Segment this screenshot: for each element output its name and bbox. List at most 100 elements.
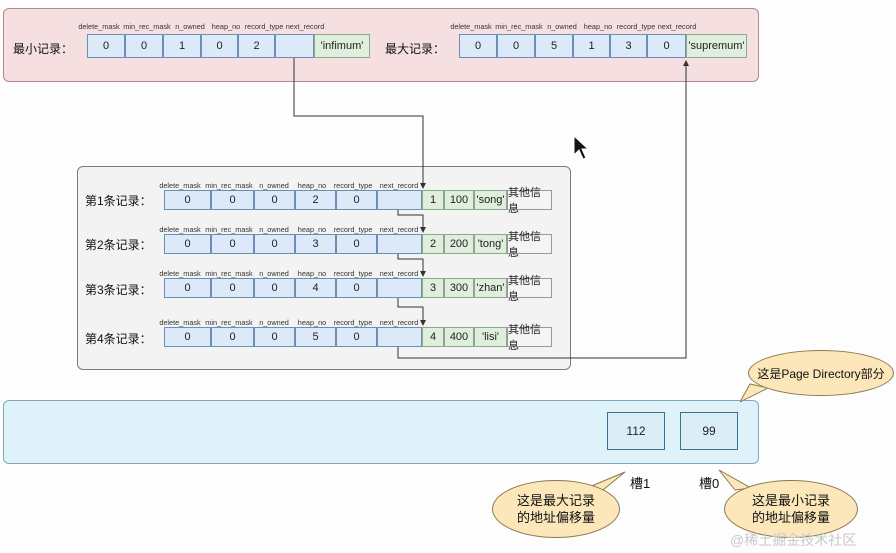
- field-min-rec-mask: 0: [211, 278, 254, 298]
- field-next-record: [377, 234, 422, 254]
- header-min-rec-mask: min_rec_mask: [205, 225, 253, 234]
- directory-callout: 这是Page Directory部分: [748, 350, 894, 396]
- header-delete-mask: delete_mask: [159, 181, 201, 190]
- header-n-owned: n_owned: [259, 318, 289, 327]
- header-min-rec-mask: min_rec_mask: [205, 318, 253, 327]
- field-num: 200: [444, 234, 474, 254]
- field-record-type: 0: [336, 190, 377, 210]
- header-delete-mask: delete_mask: [78, 22, 120, 31]
- field-id: 1: [422, 190, 444, 210]
- record1-label: 第1条记录：: [85, 194, 152, 208]
- field-num: 100: [444, 190, 474, 210]
- field-min-rec-mask: 0: [211, 327, 254, 347]
- field-min-rec-mask: 0: [125, 34, 163, 58]
- field-name: 'tong': [474, 234, 507, 254]
- field-heap-no: 4: [295, 278, 336, 298]
- header-delete-mask: delete_mask: [159, 225, 201, 234]
- header-heap-no: heap_no: [297, 225, 327, 234]
- field-id: 2: [422, 234, 444, 254]
- field-delete-mask: 0: [164, 278, 211, 298]
- field-name: 'zhan': [474, 278, 507, 298]
- arrow-record4-to-supremum: [397, 60, 689, 359]
- field-next-record: [377, 327, 422, 347]
- field-record-type: 0: [336, 234, 377, 254]
- field-min-rec-mask: 0: [497, 34, 535, 58]
- min-offset-bubble: 这是最小记录 的地址偏移量: [724, 480, 858, 538]
- header-record-type: record_type: [333, 318, 373, 327]
- infimum-label: 最小记录：: [13, 42, 74, 56]
- header-next-record: next_record: [657, 22, 697, 31]
- header-next-record: next_record: [379, 181, 419, 190]
- supremum-headers: delete_mask min_rec_mask n_owned heap_no…: [448, 22, 698, 31]
- slot-0: 99: [680, 412, 738, 450]
- field-n-owned: 5: [535, 34, 573, 58]
- mouse-cursor-icon: [573, 135, 589, 160]
- field-n-owned: 0: [254, 190, 295, 210]
- header-min-rec-mask: min_rec_mask: [205, 181, 253, 190]
- header-record-type: record_type: [333, 181, 373, 190]
- field-id: 4: [422, 327, 444, 347]
- field-name: 'lisi': [474, 327, 507, 347]
- field-delete-mask: 0: [164, 190, 211, 210]
- field-record-type: 2: [238, 34, 275, 58]
- field-n-owned: 0: [254, 234, 295, 254]
- header-heap-no: heap_no: [297, 269, 327, 278]
- field-other: 其他信息: [507, 231, 552, 259]
- field-record-type: 0: [336, 327, 377, 347]
- record4: 0 0 0 5 0 4 400 'lisi' 其他信息: [164, 324, 552, 352]
- field-n-owned: 0: [254, 278, 295, 298]
- header-delete-mask: delete_mask: [159, 318, 201, 327]
- field-num: 300: [444, 278, 474, 298]
- field-delete-mask: 0: [459, 34, 497, 58]
- field-min-rec-mask: 0: [211, 234, 254, 254]
- field-n-owned: 0: [254, 327, 295, 347]
- max-offset-bubble: 这是最大记录 的地址偏移量: [492, 480, 620, 538]
- header-min-rec-mask: min_rec_mask: [495, 22, 543, 31]
- header-n-owned: n_owned: [547, 22, 577, 31]
- record2: 0 0 0 3 0 2 200 'tong' 其他信息: [164, 231, 552, 259]
- slot-1-label: 槽1: [630, 476, 651, 491]
- field-heap-no: 2: [295, 190, 336, 210]
- field-delete-mask: 0: [164, 327, 211, 347]
- record1: 0 0 0 2 0 1 100 'song' 其他信息: [164, 187, 552, 215]
- record3: 0 0 0 4 0 3 300 'zhan' 其他信息: [164, 275, 552, 303]
- field-name: 'song': [474, 190, 507, 210]
- header-n-owned: n_owned: [175, 22, 205, 31]
- record2-headers: delete_mask min_rec_mask n_owned heap_no…: [156, 225, 422, 234]
- field-next-record: [377, 190, 422, 210]
- header-n-owned: n_owned: [259, 269, 289, 278]
- field-other: 其他信息: [507, 324, 552, 352]
- record1-headers: delete_mask min_rec_mask n_owned heap_no…: [156, 181, 422, 190]
- header-next-record: next_record: [379, 269, 419, 278]
- field-next-record: 0: [647, 34, 686, 58]
- infimum-record: 0 0 1 0 2 'infimum': [87, 34, 370, 58]
- field-other: 其他信息: [507, 275, 552, 303]
- field-id: 3: [422, 278, 444, 298]
- supremum-label: 最大记录：: [385, 42, 446, 56]
- header-heap-no: heap_no: [297, 181, 327, 190]
- field-next-record: [275, 34, 314, 58]
- header-record-type: record_type: [333, 269, 373, 278]
- header-record-type: record_type: [244, 22, 284, 31]
- slot-1: 112: [607, 412, 665, 450]
- field-record-type: 0: [336, 278, 377, 298]
- header-n-owned: n_owned: [259, 225, 289, 234]
- supremum-tag: 'supremum': [686, 34, 747, 58]
- record4-headers: delete_mask min_rec_mask n_owned heap_no…: [156, 318, 422, 327]
- field-delete-mask: 0: [164, 234, 211, 254]
- field-delete-mask: 0: [87, 34, 125, 58]
- header-next-record: next_record: [379, 225, 419, 234]
- header-next-record: next_record: [379, 318, 419, 327]
- field-record-type: 3: [610, 34, 647, 58]
- record4-label: 第4条记录：: [85, 332, 152, 346]
- supremum-record: 0 0 5 1 3 0 'supremum': [459, 34, 747, 58]
- directory-callout-tail: [740, 383, 770, 403]
- header-n-owned: n_owned: [259, 181, 289, 190]
- header-delete-mask: delete_mask: [159, 269, 201, 278]
- field-next-record: [377, 278, 422, 298]
- infimum-tag: 'infimum': [314, 34, 370, 58]
- header-record-type: record_type: [333, 225, 373, 234]
- header-record-type: record_type: [616, 22, 656, 31]
- field-heap-no: 5: [295, 327, 336, 347]
- infimum-headers: delete_mask min_rec_mask n_owned heap_no…: [76, 22, 326, 31]
